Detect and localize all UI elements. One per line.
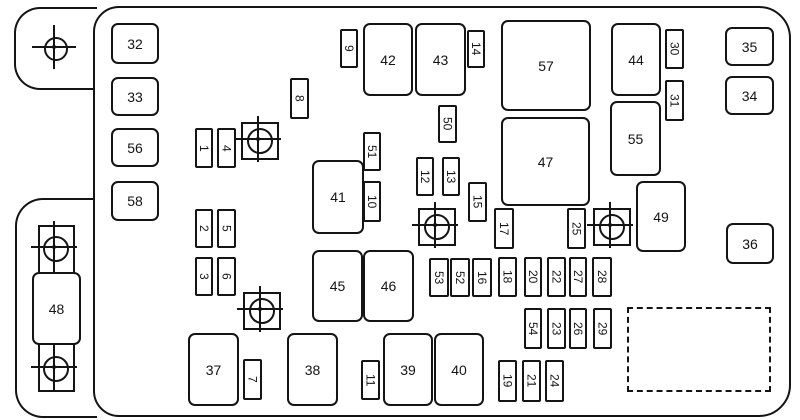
relay-38: 38 (287, 333, 338, 406)
relay-35: 35 (725, 27, 774, 66)
fuse-9: 9 (340, 29, 358, 68)
relay-37: 37 (188, 333, 239, 406)
bolt-center-dot (256, 137, 260, 141)
relay-42: 42 (363, 23, 413, 96)
dashed-reserved-slot (627, 307, 771, 392)
fuse-31: 31 (665, 80, 684, 121)
bolt-square (241, 122, 279, 160)
fuse-6: 6 (217, 257, 236, 296)
fuse-10: 10 (363, 181, 381, 222)
fuse-54: 54 (524, 308, 542, 349)
relay-39: 39 (383, 333, 433, 406)
relay-44: 44 (611, 23, 661, 96)
fuse-5: 5 (217, 209, 236, 248)
mount-bolt-icon (409, 199, 461, 251)
fuse-16: 16 (472, 258, 492, 297)
bolt-circle (247, 128, 273, 154)
mount-bolt-icon (584, 199, 636, 251)
fuse-7: 7 (243, 359, 262, 400)
fuse-19: 19 (498, 360, 517, 402)
mount-bolt-icon (234, 283, 286, 335)
bolt-circle (599, 214, 625, 240)
bolt-center-dot (52, 365, 56, 369)
fuse-21: 21 (522, 360, 541, 402)
fuse-17: 17 (494, 208, 514, 249)
fuse-52: 52 (450, 258, 470, 297)
relay-36: 36 (726, 223, 774, 264)
fuse-26: 26 (569, 308, 587, 349)
fuse-30: 30 (665, 29, 684, 69)
fuse-3: 3 (195, 257, 213, 296)
relay-40: 40 (434, 333, 484, 406)
fuse-2: 2 (195, 209, 213, 248)
relay-55: 55 (610, 101, 661, 176)
fuse-11: 11 (361, 360, 380, 400)
fuse-23: 23 (547, 308, 566, 349)
bolt-center-dot (608, 223, 612, 227)
fuse-48: 48 (32, 272, 81, 345)
bolt-center-dot (52, 245, 56, 249)
fuse-12: 12 (416, 157, 434, 196)
mount-bolt-icon (232, 113, 284, 165)
terminal-bolt-icon (43, 236, 69, 262)
terminal-bolt-icon (43, 356, 69, 382)
fuse-51: 51 (363, 132, 381, 171)
fuse-53: 53 (429, 258, 449, 297)
fuse-29: 29 (593, 308, 612, 349)
relay-32: 32 (111, 23, 159, 64)
fuse-50: 50 (438, 105, 457, 143)
bolt-center-dot (52, 45, 56, 49)
fuse-24: 24 (545, 360, 564, 402)
relay-57: 57 (501, 20, 591, 111)
bolt-square (243, 292, 281, 330)
bolt-circle (44, 37, 68, 61)
bolt-circle (249, 298, 275, 324)
mount-hole-icon (28, 21, 80, 73)
fuse-28: 28 (592, 257, 612, 297)
relay-45: 45 (312, 250, 363, 322)
fuse-27: 27 (569, 257, 587, 297)
bolt-square (593, 208, 631, 246)
relay-58: 58 (111, 181, 159, 221)
relay-49: 49 (636, 181, 686, 252)
fuse-18: 18 (498, 257, 517, 297)
bolt-circle (424, 214, 450, 240)
fuse-14: 14 (467, 30, 485, 68)
relay-56: 56 (111, 128, 159, 167)
fuse-25: 25 (567, 208, 586, 249)
fuse-20: 20 (524, 257, 542, 297)
bolt-square (418, 208, 456, 246)
relay-34: 34 (725, 76, 774, 115)
bolt-center-dot (433, 223, 437, 227)
relay-47: 47 (501, 117, 590, 206)
fuse-8: 8 (290, 78, 309, 119)
fuse-4: 4 (217, 128, 236, 168)
relay-41: 41 (312, 160, 364, 234)
bolt-center-dot (258, 307, 262, 311)
fuse-13: 13 (442, 157, 460, 196)
relay-46: 46 (363, 250, 414, 322)
fuse-22: 22 (547, 257, 566, 297)
fuse-15: 15 (468, 182, 487, 222)
relay-33: 33 (111, 77, 159, 116)
relay-43: 43 (415, 23, 466, 96)
fuse-1: 1 (195, 128, 213, 168)
